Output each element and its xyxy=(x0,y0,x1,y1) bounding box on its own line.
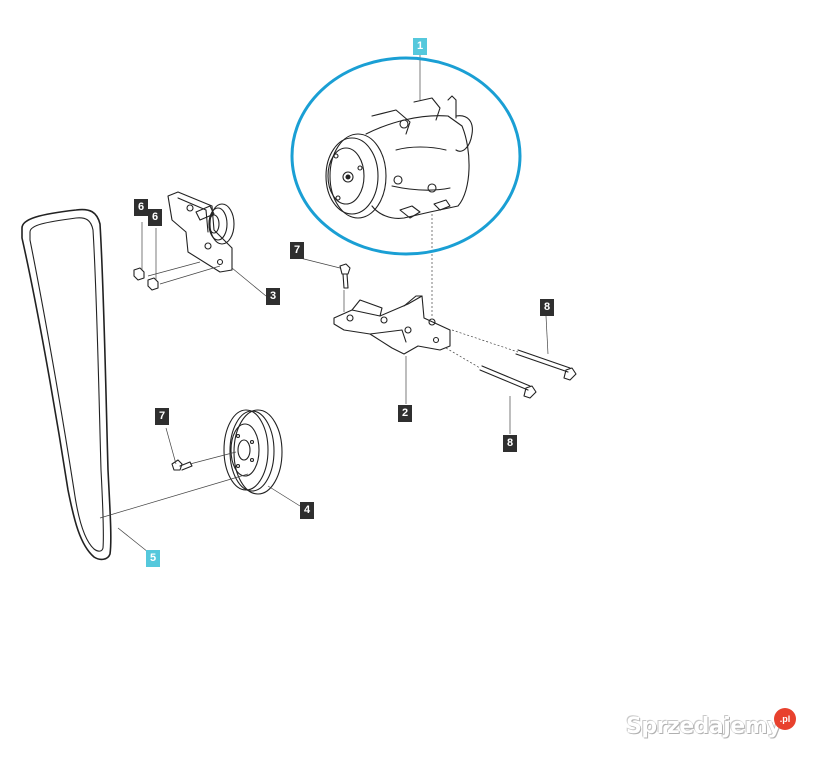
callout-3: 3 xyxy=(266,288,280,305)
drive-belt xyxy=(21,208,112,561)
callout-8a: 8 xyxy=(540,299,554,316)
watermark-logo: Sprzedajemy .pl xyxy=(626,708,806,744)
callout-8b: 8 xyxy=(503,435,517,452)
watermark-text: Sprzedajemy xyxy=(626,714,782,739)
compressor-bracket xyxy=(333,295,451,355)
callout-7b: 7 xyxy=(155,408,169,425)
callout-5: 5 xyxy=(146,550,160,567)
bolt-7-upper xyxy=(339,263,351,289)
callout-1: 1 xyxy=(413,38,427,55)
callout-7a: 7 xyxy=(290,242,304,259)
ac-compressor xyxy=(325,95,473,219)
callout-6b: 6 xyxy=(148,209,162,226)
bolts-6 xyxy=(133,267,159,291)
idler-bracket xyxy=(167,191,235,273)
leader-lines xyxy=(99,54,549,553)
crank-pulley xyxy=(223,409,283,495)
alignment-lines xyxy=(431,214,519,369)
watermark-badge: .pl xyxy=(774,708,796,730)
callout-4: 4 xyxy=(300,502,314,519)
callout-2: 2 xyxy=(398,405,412,422)
long-bolts-8 xyxy=(479,349,577,399)
highlight-ring xyxy=(290,56,522,256)
callout-6a: 6 xyxy=(134,199,148,216)
